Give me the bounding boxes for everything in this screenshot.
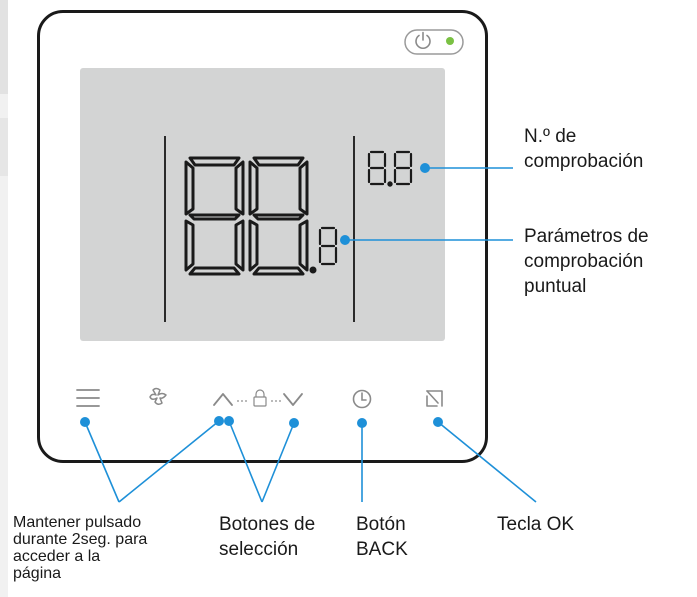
callout-back-line-1: Botón — [356, 514, 406, 535]
chevron-down-icon[interactable] — [283, 393, 303, 406]
callout-hold-menu-line-2: durante 2seg. para — [13, 531, 148, 548]
power-button[interactable] — [403, 26, 465, 56]
callout-hold-menu: Mantener pulsado durante 2seg. para acce… — [13, 514, 147, 582]
callout-hold-menu-line-4: página — [13, 565, 62, 582]
callout-spot-check-line-1: Parámetros de — [524, 226, 649, 247]
dotted-connector — [237, 400, 281, 402]
callout-back-line-2: BACK — [356, 539, 408, 560]
callout-back-button: Botón BACK — [356, 512, 408, 562]
callout-lines — [84, 167, 537, 503]
power-led — [446, 37, 454, 45]
main-digit-1 — [184, 156, 245, 276]
callout-selection-line-2: selección — [219, 539, 299, 560]
side-tab-segment — [0, 118, 8, 176]
ok-icon[interactable] — [426, 390, 443, 407]
callout-spot-check-line-2: comprobación — [524, 251, 644, 272]
callout-spot-check-line-3: puntual — [524, 276, 587, 297]
menu-icon[interactable] — [76, 389, 100, 407]
callout-check-number-line-2: comprobación — [524, 151, 644, 172]
lcd-divider-left — [164, 136, 166, 322]
callout-selection-line-1: Botones de — [219, 514, 316, 535]
fan-icon[interactable] — [149, 387, 167, 406]
side-tab — [0, 0, 8, 597]
lcd-screen — [80, 68, 445, 341]
decimal-point — [309, 266, 317, 274]
power-icon — [415, 31, 431, 49]
callout-selection-buttons: Botones de selección — [219, 512, 315, 562]
small-digit — [318, 226, 338, 266]
callout-spot-check-params: Parámetros de comprobación puntual — [524, 224, 649, 299]
callout-ok-key: Tecla OK — [497, 512, 574, 537]
callout-hold-menu-line-3: acceder a la — [13, 548, 101, 565]
main-digits — [184, 156, 309, 276]
lcd-divider-right — [353, 136, 355, 322]
lock-icon — [253, 389, 267, 407]
check-number-digits — [367, 150, 413, 187]
callout-hold-menu-line-1: Mantener pulsado — [13, 514, 142, 531]
callout-check-number: N.º de comprobación — [524, 124, 643, 174]
main-digit-2 — [248, 156, 309, 276]
callout-check-number-line-1: N.º de — [524, 126, 577, 147]
callout-ok-line-1: Tecla OK — [497, 514, 575, 535]
chevron-up-icon[interactable] — [213, 393, 233, 406]
callout-dots — [80, 163, 443, 428]
clock-icon[interactable] — [352, 389, 372, 409]
side-tab-segment — [0, 0, 8, 94]
